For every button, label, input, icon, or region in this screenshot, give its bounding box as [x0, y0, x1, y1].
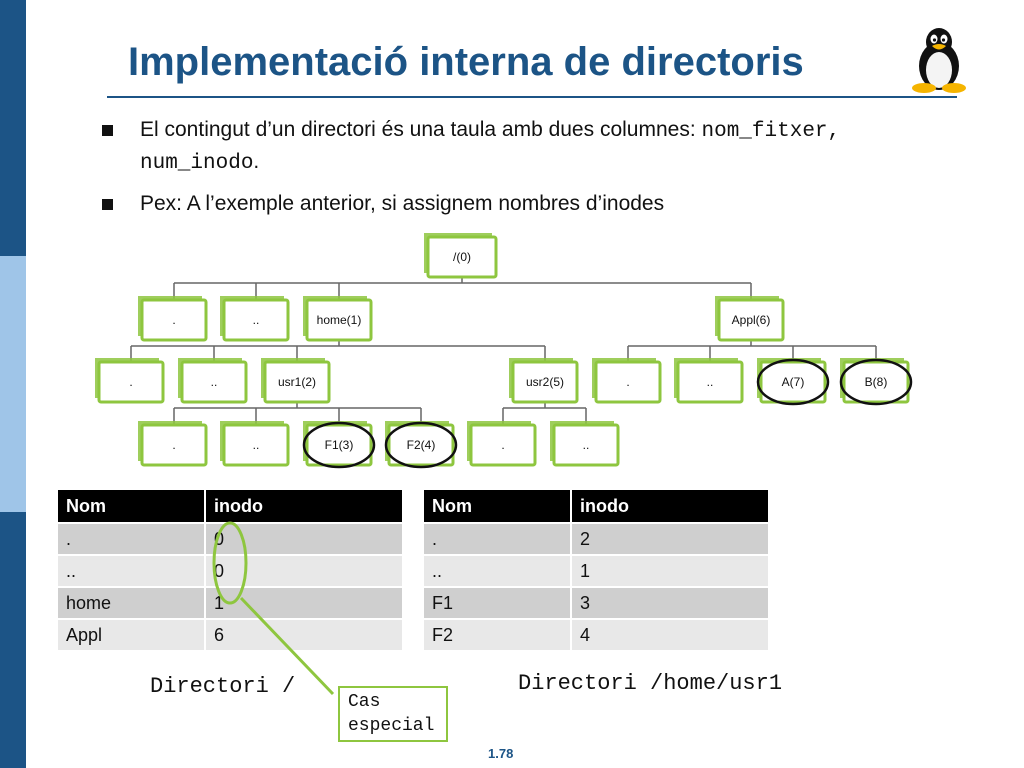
- table-row: . 2: [422, 522, 770, 556]
- bullet-1-end: .: [253, 150, 260, 173]
- sidebar-stripe: [0, 0, 26, 768]
- table-row: Appl 6: [56, 618, 404, 652]
- cell-nom: F2: [422, 618, 572, 652]
- bullet-square-icon: [102, 199, 113, 210]
- cell-nom: ..: [422, 554, 572, 588]
- tree-node-u1_dot: .: [138, 421, 208, 467]
- tree-node-F1: F1(3): [302, 421, 376, 469]
- callout-special-case: Cas especial: [338, 686, 448, 742]
- cell-nom: F1: [422, 586, 572, 620]
- tree-node-u1_dotdot: ..: [220, 421, 290, 467]
- callout-line-1: Cas: [348, 692, 381, 712]
- tree-node-label: .: [626, 375, 629, 389]
- tree-node-label: A(7): [782, 375, 805, 389]
- cell-nom: home: [56, 586, 206, 620]
- tree-node-F2: F2(4): [384, 421, 458, 469]
- tree-node-u2_dotdot: ..: [550, 421, 620, 467]
- tree-node-label: ..: [253, 438, 260, 452]
- tree-node-h_dotdot: ..: [178, 358, 248, 404]
- table-row: .. 0: [56, 554, 404, 588]
- bullet-1-code-num-inodo: num_inodo: [140, 152, 254, 175]
- tree-node-label: usr1(2): [278, 375, 316, 389]
- file-highlight-circle: [756, 358, 830, 406]
- file-highlight-circle: [839, 358, 913, 406]
- cell-nom: Appl: [56, 618, 206, 652]
- cell-nom: .: [422, 522, 572, 556]
- tree-node-label: .: [501, 438, 504, 452]
- tree-node-label: .: [172, 313, 175, 327]
- bullet-1-colon: :: [689, 118, 702, 141]
- cell-inodo: 4: [570, 618, 770, 652]
- cell-inodo: 6: [204, 618, 404, 652]
- tree-node-label: usr2(5): [526, 375, 564, 389]
- table-row: .. 1: [422, 554, 770, 588]
- title-divider: [107, 96, 957, 98]
- tree-connector-usr1: [173, 402, 422, 425]
- tree-node-A: A(7): [756, 358, 830, 406]
- table-row: F1 3: [422, 586, 770, 620]
- file-highlight-circle: [302, 421, 376, 469]
- table-directory-root: Nom inodo . 0 .. 0 home 1 Appl 6: [56, 488, 404, 652]
- tree-node-label: ..: [211, 375, 218, 389]
- cell-inodo: 2: [570, 522, 770, 556]
- caption-directory-root: Directori /: [150, 674, 296, 699]
- tree-connector-appl: [627, 340, 877, 362]
- tux-penguin-icon: [912, 28, 966, 93]
- column-header-inodo: inodo: [570, 488, 770, 524]
- cell-nom: .: [56, 522, 206, 556]
- sidebar-block-top: [0, 0, 26, 256]
- sidebar-block-middle: [0, 256, 26, 512]
- tree-node-usr2: usr2(5): [509, 358, 579, 404]
- table-row: . 0: [56, 522, 404, 556]
- cell-inodo: 1: [570, 554, 770, 588]
- tree-node-a_dot: .: [592, 358, 662, 404]
- table-row: home 1: [56, 586, 404, 620]
- table-header-row: Nom inodo: [422, 488, 770, 524]
- table-row: F2 4: [422, 618, 770, 652]
- caption-directory-usr1: Directori /home/usr1: [518, 671, 783, 696]
- tree-node-r_dot: .: [138, 296, 208, 342]
- cell-nom: ..: [56, 554, 206, 588]
- tree-node-h_dot: .: [95, 358, 165, 404]
- cell-inodo: 1: [204, 586, 404, 620]
- table-header-row: Nom inodo: [56, 488, 404, 524]
- sidebar-block-bottom: [0, 512, 26, 768]
- tree-node-appl: Appl(6): [715, 296, 785, 342]
- tree-node-label: Appl(6): [732, 313, 771, 327]
- tree-node-root: /(0): [424, 233, 498, 279]
- bullet-1-text: El contingut d’un directori és una taula…: [140, 118, 690, 141]
- tree-node-label: home(1): [317, 313, 362, 327]
- callout-line-2: especial: [348, 716, 435, 736]
- page-number: 1.78: [488, 746, 514, 761]
- column-header-nom: Nom: [56, 488, 206, 524]
- tree-node-usr1: usr1(2): [261, 358, 331, 404]
- tree-node-label: ..: [253, 313, 260, 327]
- tree-node-r_dotdot: ..: [220, 296, 290, 342]
- tree-node-label: ..: [707, 375, 714, 389]
- column-header-inodo: inodo: [204, 488, 404, 524]
- tree-node-label: .: [172, 438, 175, 452]
- tree-node-a_dotdot: ..: [674, 358, 744, 404]
- cell-inodo: 0: [204, 522, 404, 556]
- column-header-nom: Nom: [422, 488, 572, 524]
- tree-node-u2_dot: .: [467, 421, 537, 467]
- bullet-1-code-nom-fitxer: nom_fitxer,: [701, 120, 841, 143]
- bullet-2-text: Pex: A l’exemple anterior, si assignem n…: [140, 192, 665, 215]
- tree-node-label: F2(4): [407, 438, 436, 452]
- cell-inodo: 3: [570, 586, 770, 620]
- file-highlight-circle: [384, 421, 458, 469]
- table-directory-usr1: Nom inodo . 2 .. 1 F1 3 F2 4: [422, 488, 770, 652]
- tree-node-label: F1(3): [325, 438, 354, 452]
- slide-title: Implementació interna de directoris: [128, 40, 804, 84]
- tree-node-B: B(8): [839, 358, 913, 406]
- tree-node-label: /(0): [453, 250, 471, 264]
- tree-node-home: home(1): [303, 296, 373, 342]
- cell-inodo: 0: [204, 554, 404, 588]
- tree-node-label: .: [129, 375, 132, 389]
- tree-node-label: B(8): [865, 375, 888, 389]
- tree-node-label: ..: [583, 438, 590, 452]
- bullet-square-icon: [102, 125, 113, 136]
